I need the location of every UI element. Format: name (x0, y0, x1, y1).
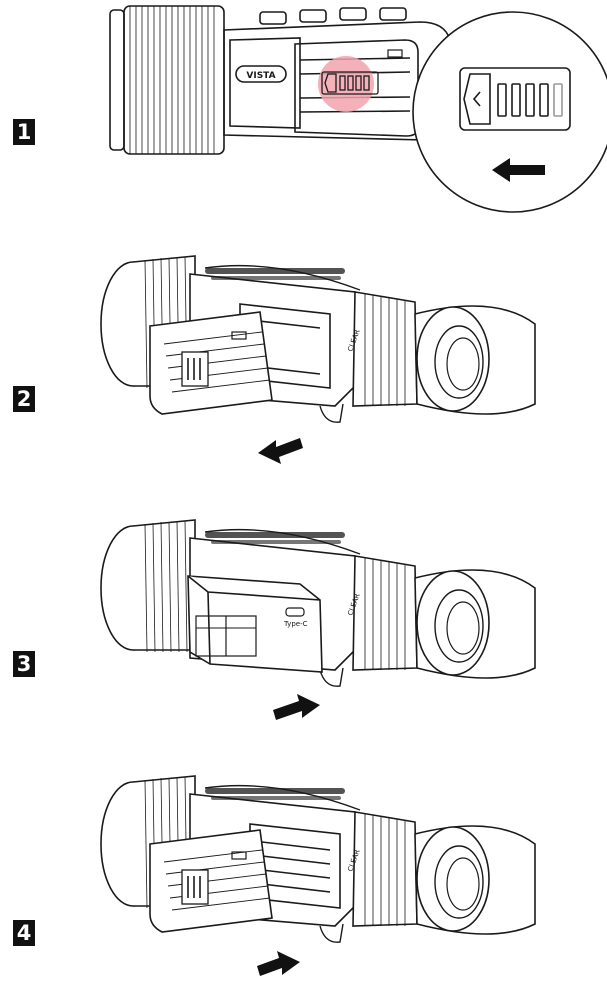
step-badge-1: 1 (13, 119, 35, 145)
step-badge-2: 2 (13, 386, 35, 412)
arrow-icon (258, 438, 303, 464)
arrow-icon (492, 158, 545, 182)
battery-indicator-icon (387, 49, 403, 58)
monocular-battery-insert: Type-C CLEAR (100, 519, 536, 720)
step-badge-3: 3 (13, 651, 35, 677)
brand-label: VISTA (246, 71, 275, 81)
battery-latch-icon (321, 71, 379, 95)
arrow-icon (273, 694, 320, 720)
port-label: Type-C (283, 620, 308, 628)
arrow-icon (257, 951, 300, 976)
latch-zoom (459, 67, 571, 131)
step-3-illustration: Type-C CLEAR (0, 512, 607, 752)
zoom-callout (412, 11, 607, 213)
step-2-illustration: CLEAR (0, 248, 607, 478)
step-4-illustration: CLEAR (0, 772, 607, 987)
monocular-cover-close: CLEAR (100, 775, 536, 976)
latch-highlight (318, 56, 374, 112)
step-1-illustration: VISTA (0, 0, 607, 235)
monocular-side-view: VISTA (109, 5, 607, 213)
monocular-cover-open: CLEAR (100, 255, 536, 464)
step-badge-4: 4 (13, 920, 35, 946)
